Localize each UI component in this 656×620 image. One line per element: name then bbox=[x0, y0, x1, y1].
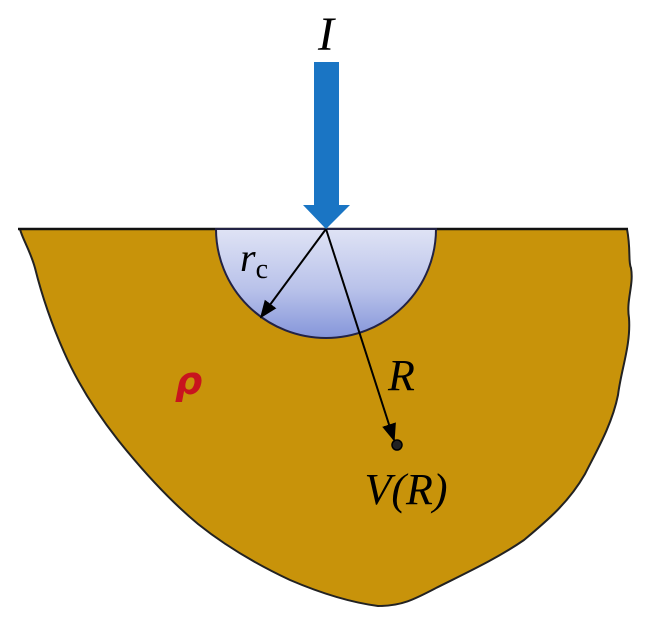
contact-radius-label: rc bbox=[240, 235, 268, 285]
distance-arrow bbox=[325, 228, 396, 442]
distance-label: R bbox=[387, 351, 415, 400]
current-arrow bbox=[303, 62, 350, 229]
contact-radius-arrow bbox=[259, 228, 327, 319]
contact-radius-subscript: c bbox=[256, 254, 268, 285]
soil-region bbox=[18, 228, 633, 608]
measurement-point bbox=[391, 439, 403, 451]
contact-radius-symbol: r bbox=[240, 235, 256, 280]
resistivity-label: ρ bbox=[175, 359, 202, 403]
current-label: I bbox=[317, 8, 336, 61]
potential-label: V(R) bbox=[364, 465, 447, 514]
